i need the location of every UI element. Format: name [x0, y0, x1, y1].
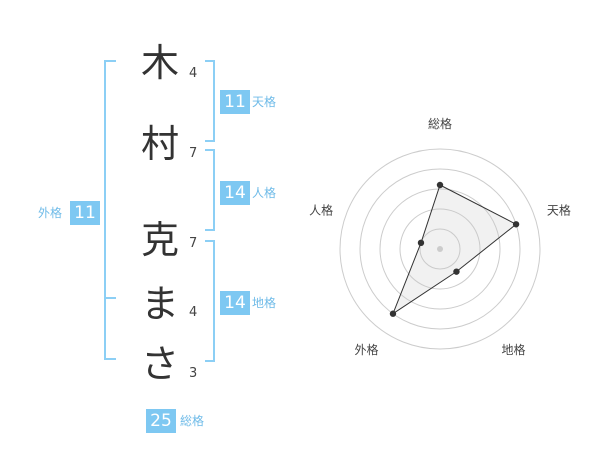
radar-ring-5	[339, 148, 541, 350]
radar-area	[391, 184, 518, 316]
jinkaku-value-badge: 14	[220, 181, 250, 205]
radar-center	[437, 246, 443, 252]
radar-ring-1	[419, 228, 461, 270]
gaikaku-bracket-tick	[104, 297, 116, 299]
name-char-5: さ	[140, 342, 179, 386]
stroke-count-3: 7	[189, 236, 198, 251]
jinkaku-label: 人格	[252, 186, 277, 200]
radar-ring-3	[379, 188, 501, 310]
radar-point-3	[453, 268, 460, 275]
name-char-3: 克	[140, 218, 179, 262]
chikaku-label: 地格	[252, 296, 277, 310]
chikaku-bracket	[205, 240, 215, 362]
gaikaku-label: 外格	[38, 206, 63, 220]
tenkaku-value-badge: 11	[220, 90, 250, 114]
stroke-count-4: 4	[189, 305, 198, 320]
radar-axis-label-3: 地格	[501, 342, 525, 357]
radar-axis-label-5: 人格	[309, 202, 333, 217]
jinkaku-bracket	[205, 149, 215, 231]
radar-axis-label-2: 天格	[547, 202, 571, 217]
stroke-count-1: 4	[189, 66, 198, 81]
soukaku-value-badge: 25	[146, 409, 176, 433]
gaikaku-value-badge: 11	[70, 201, 100, 225]
radar-point-5	[417, 239, 425, 247]
gaikaku-bracket	[104, 60, 116, 360]
radar-axis-label-1: 総格	[428, 116, 452, 131]
name-char-2: 村	[140, 122, 179, 166]
chikaku-value-badge: 14	[220, 291, 250, 315]
name-char-4: ま	[140, 282, 179, 326]
tenkaku-label: 天格	[252, 95, 277, 109]
soukaku-label: 総格	[180, 414, 205, 428]
radar-point-2	[512, 221, 520, 228]
radar-point-4	[389, 310, 397, 317]
name-char-1: 木	[140, 41, 179, 85]
radar-axis-label-4: 外格	[355, 342, 379, 357]
radar-point-1	[436, 181, 444, 189]
stroke-count-2: 7	[189, 146, 198, 161]
tenkaku-bracket	[205, 60, 215, 142]
radar-ring-2	[399, 208, 481, 290]
radar-ring-4	[359, 168, 521, 330]
stroke-count-5: 3	[189, 366, 198, 381]
